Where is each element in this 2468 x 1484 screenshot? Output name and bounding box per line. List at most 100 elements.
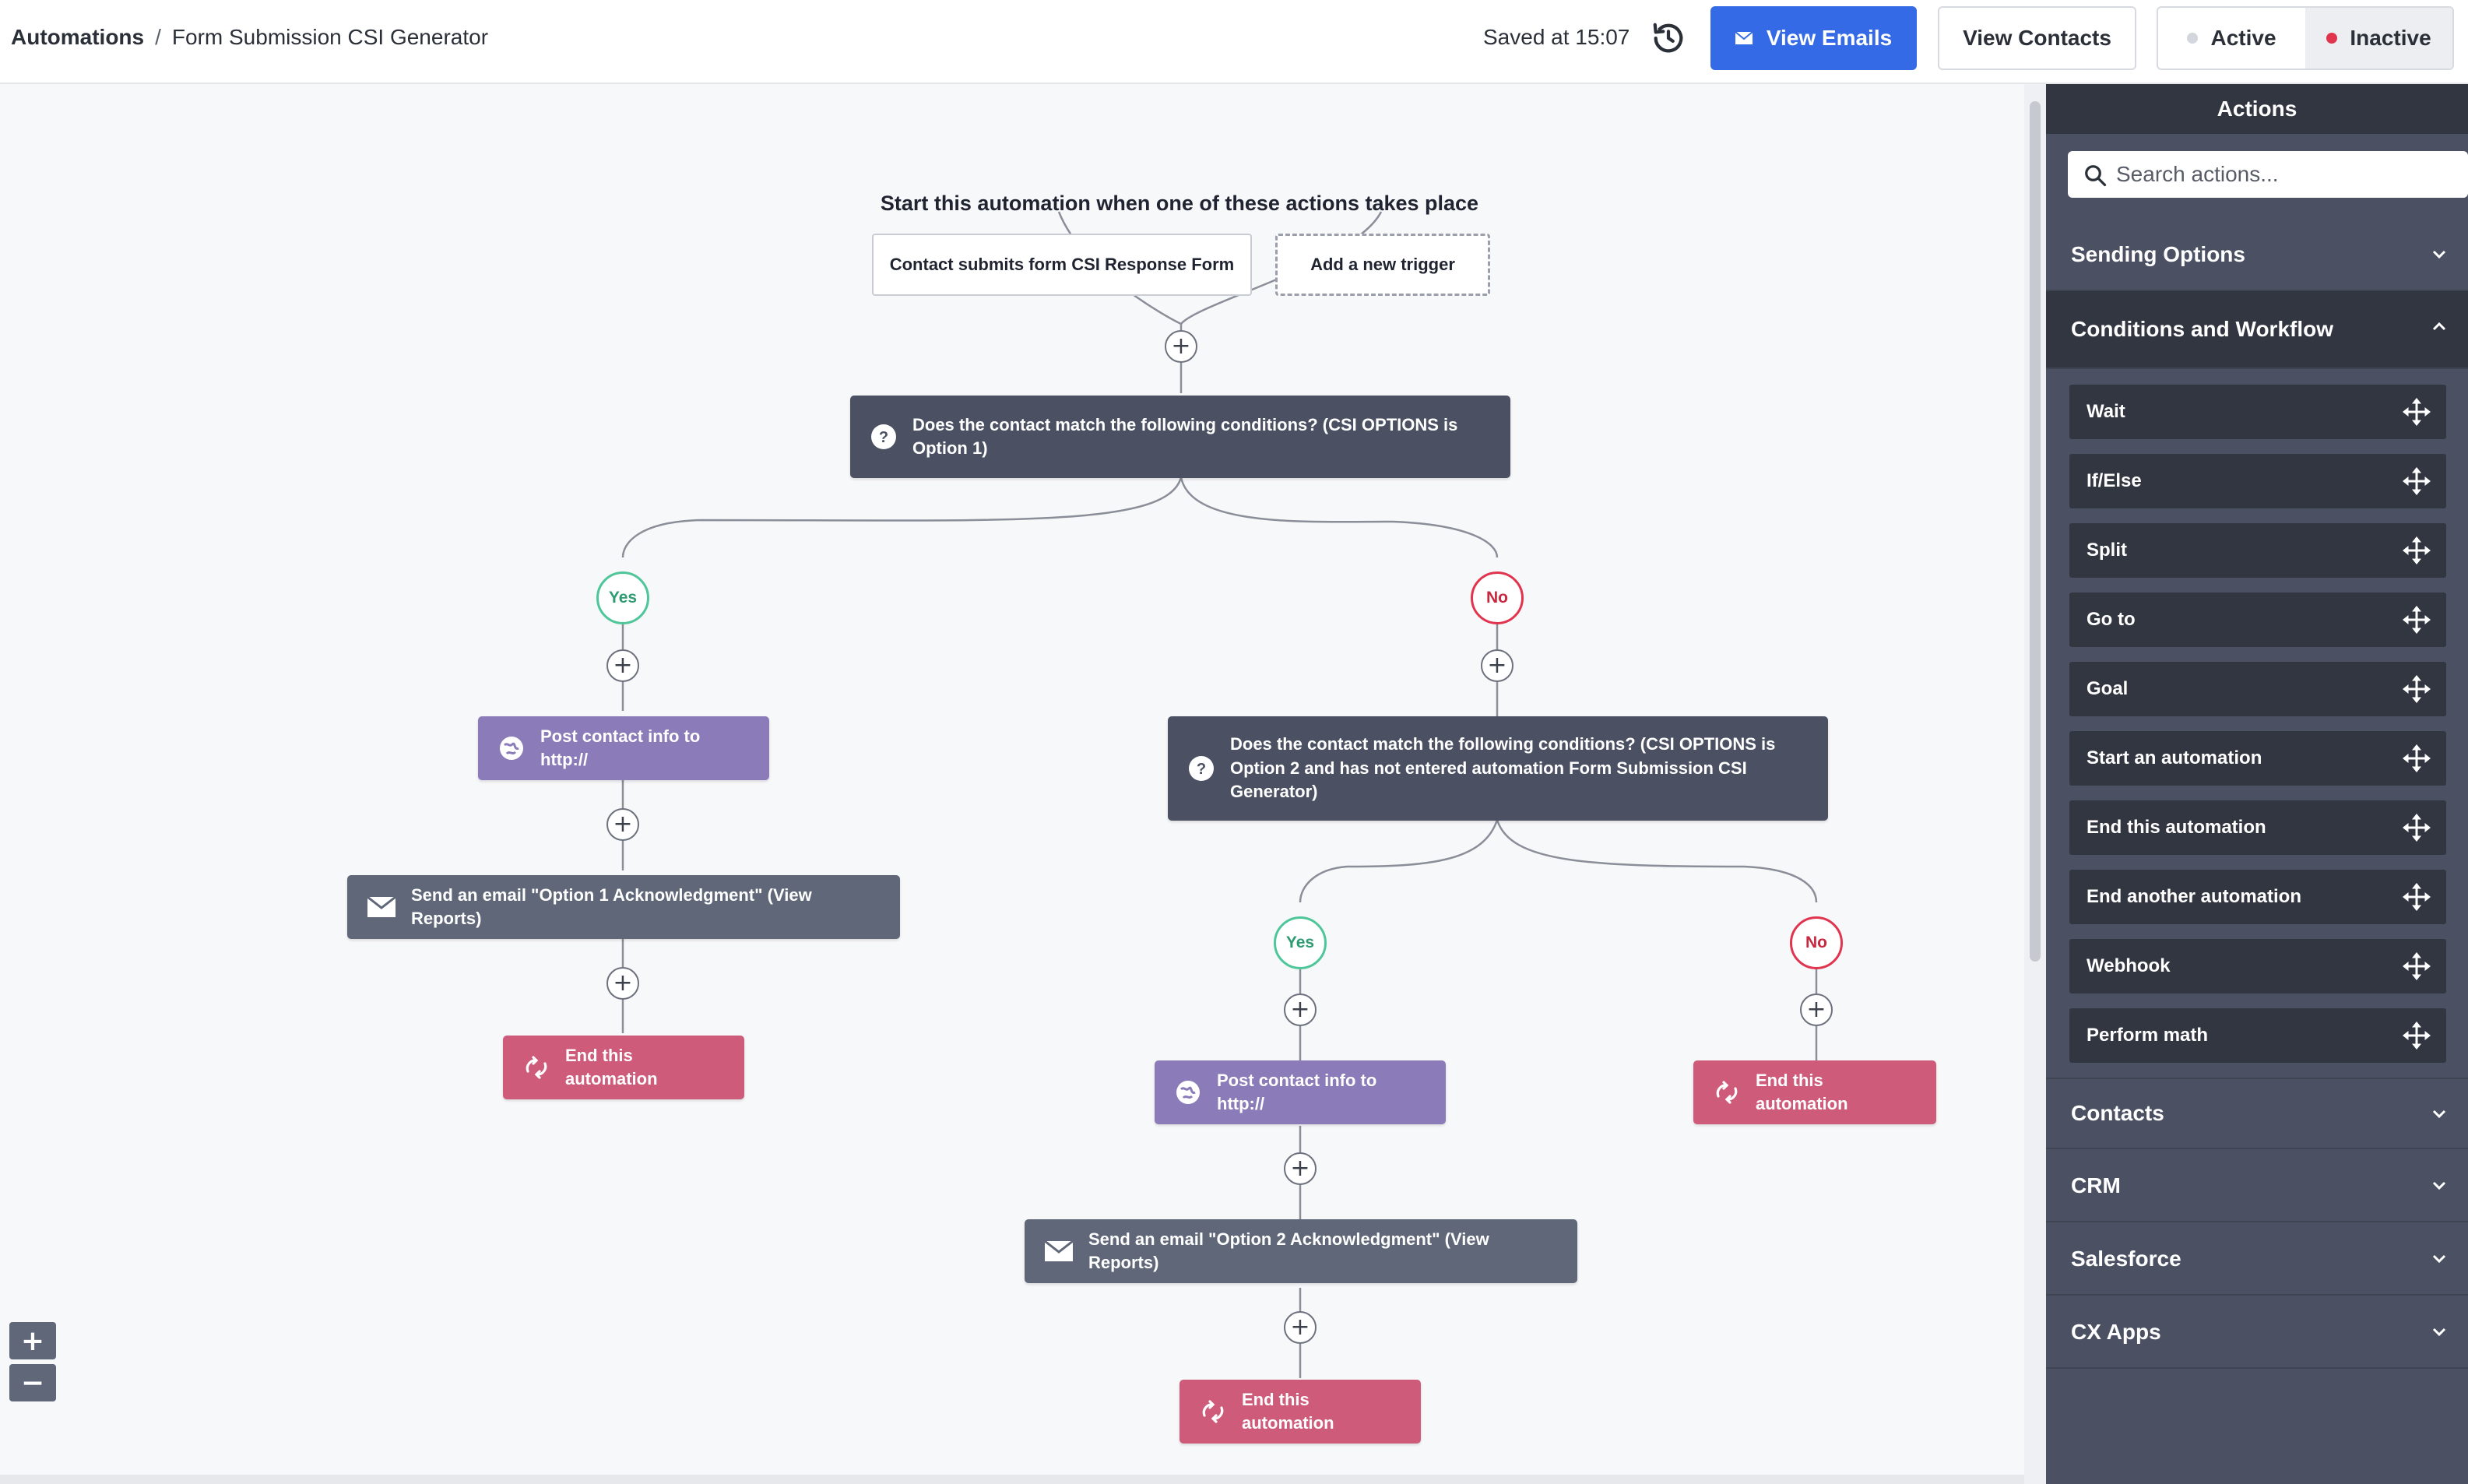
status-toggle: Active Inactive [2157,6,2454,70]
canvas-scrollbar-thumb[interactable] [2030,101,2041,962]
view-emails-label: View Emails [1766,26,1893,50]
add-step-button[interactable]: + [1165,330,1197,363]
end-automation-node-3[interactable]: End this automation [1693,1060,1936,1124]
section-salesforce[interactable]: Salesforce [2046,1224,2468,1296]
view-contacts-button[interactable]: View Contacts [1938,6,2136,70]
action-item-label: Webhook [2087,955,2171,976]
action-item-end-this-automation[interactable]: End this automation [2069,800,2446,855]
add-step-button[interactable]: + [1284,1152,1317,1185]
no-branch-badge: No [1790,916,1843,969]
action-item-if-else[interactable]: If/Else [2069,454,2446,508]
canvas-horizontal-scrollbar[interactable] [0,1475,2024,1484]
post-contact-node-2[interactable]: Post contact info to http:// [1155,1060,1446,1124]
breadcrumb-automations-link[interactable]: Automations [11,25,145,49]
move-icon[interactable] [2403,675,2431,703]
add-step-button[interactable]: + [606,808,639,841]
chevron-down-icon [2432,1254,2446,1264]
action-item-label: Goal [2087,678,2129,699]
chevron-down-icon [2432,1328,2446,1337]
move-icon[interactable] [2403,883,2431,911]
zoom-in-button[interactable]: + [9,1322,56,1359]
action-item-label: Split [2087,540,2127,561]
condition-node-1[interactable]: ? Does the contact match the following c… [850,396,1510,478]
section-crm[interactable]: CRM [2046,1151,2468,1222]
breadcrumb: Automations / Form Submission CSI Genera… [11,0,488,75]
status-inactive-option[interactable]: Inactive [2305,8,2452,69]
move-icon[interactable] [2403,606,2431,634]
view-emails-button[interactable]: View Emails [1710,6,1917,70]
send-email-node-2[interactable]: Send an email "Option 2 Acknowledgment" … [1025,1219,1577,1283]
section-sending-options[interactable]: Sending Options [2046,220,2468,291]
action-item-label: End another automation [2087,886,2301,907]
section-conditions-workflow[interactable]: Conditions and Workflow [2046,291,2468,369]
move-icon[interactable] [2403,814,2431,842]
form-submit-trigger[interactable]: Contact submits form CSI Response Form [872,234,1252,296]
yes-branch-badge: Yes [596,571,649,624]
chevron-down-icon [2432,250,2446,259]
breadcrumb-separator: / [155,25,161,49]
action-item-label: If/Else [2087,470,2142,491]
question-icon: ? [1188,755,1215,782]
status-active-label: Active [2210,26,2276,50]
search-icon [2085,165,2107,187]
condition-2-text: Does the contact match the following con… [1230,734,1776,802]
breadcrumb-current: Form Submission CSI Generator [171,25,489,49]
add-step-button[interactable]: + [1481,649,1513,682]
add-trigger-button[interactable]: Add a new trigger [1275,234,1490,296]
send-email-node-1[interactable]: Send an email "Option 1 Acknowledgment" … [347,875,900,939]
action-item-end-another-automation[interactable]: End another automation [2069,870,2446,924]
top-header: Automations / Form Submission CSI Genera… [0,0,2468,84]
action-item-label: End this automation [2087,817,2266,838]
action-item-perform-math[interactable]: Perform math [2069,1008,2446,1063]
inactive-dot-icon [2326,33,2338,44]
end-arrows-icon [1714,1081,1740,1104]
section-crm-label: CRM [2071,1173,2121,1197]
action-item-goal[interactable]: Goal [2069,662,2446,716]
globe-icon [498,735,525,761]
add-step-button[interactable]: + [1284,1311,1317,1344]
end-arrows-icon [1200,1400,1226,1423]
action-item-split[interactable]: Split [2069,523,2446,578]
chevron-up-icon [2432,322,2446,331]
chevron-down-icon [2432,1109,2446,1119]
action-item-start-automation[interactable]: Start an automation [2069,731,2446,786]
move-icon[interactable] [2403,536,2431,564]
search-actions-input[interactable]: Search actions... [2068,151,2468,198]
question-icon: ? [870,424,897,450]
post-contact-node-1[interactable]: Post contact info to http:// [478,716,769,780]
svg-text:?: ? [879,429,888,446]
add-step-button[interactable]: + [1800,993,1833,1026]
condition-node-2[interactable]: ? Does the contact match the following c… [1168,716,1828,821]
post-contact-1-text: Post contact info to http:// [540,726,701,769]
add-step-button[interactable]: + [606,649,639,682]
add-step-button[interactable]: + [1284,993,1317,1026]
section-sending-options-label: Sending Options [2071,242,2245,266]
svg-text:?: ? [1197,761,1206,778]
section-cx-apps[interactable]: CX Apps [2046,1297,2468,1369]
move-icon[interactable] [2403,744,2431,772]
move-icon[interactable] [2403,467,2431,495]
action-item-go-to[interactable]: Go to [2069,593,2446,647]
condition-1-text: Does the contact match the following con… [912,414,1458,458]
move-icon[interactable] [2403,952,2431,980]
move-icon[interactable] [2403,398,2431,426]
action-item-label: Wait [2087,401,2125,422]
section-conditions-workflow-label: Conditions and Workflow [2071,317,2334,341]
end-automation-2-text: End this automation [1242,1389,1334,1433]
move-icon[interactable] [2403,1022,2431,1050]
end-automation-3-text: End this automation [1756,1070,1848,1113]
saved-status: Saved at 15:07 [1483,25,1630,49]
action-item-wait[interactable]: Wait [2069,385,2446,439]
no-branch-badge: No [1471,571,1524,624]
status-active-option[interactable]: Active [2158,8,2305,69]
zoom-out-button[interactable]: − [9,1364,56,1401]
end-automation-node-1[interactable]: End this automation [503,1036,744,1099]
conditions-workflow-items: Wait If/Else Split Go to Goal Start an a… [2046,369,2468,1078]
action-item-webhook[interactable]: Webhook [2069,939,2446,993]
end-automation-node-2[interactable]: End this automation [1180,1380,1421,1444]
section-contacts[interactable]: Contacts [2046,1078,2468,1149]
workflow-canvas[interactable]: Start this automation when one of these … [0,84,2024,1484]
add-step-button[interactable]: + [606,967,639,1000]
status-inactive-label: Inactive [2350,26,2431,50]
history-icon[interactable] [1651,20,1686,56]
